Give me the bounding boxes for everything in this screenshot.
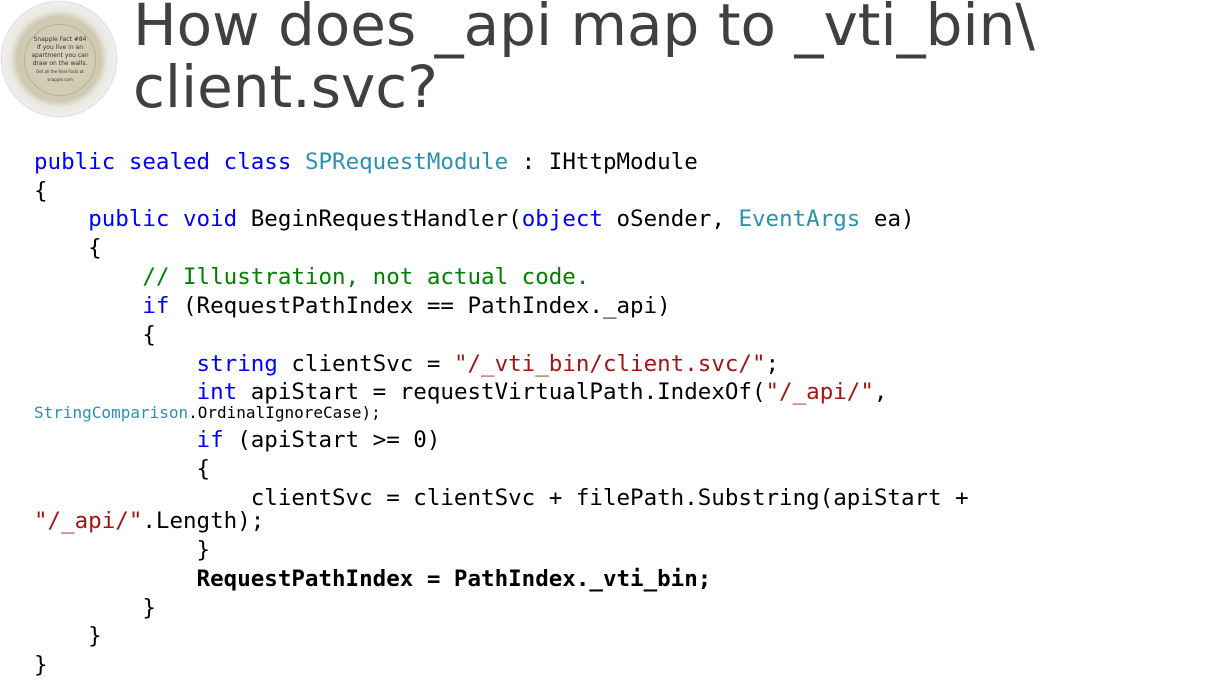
code-token: if: [34, 427, 224, 453]
code-token: }: [34, 537, 211, 563]
code-token: EventArgs: [738, 206, 861, 232]
code-line: RequestPathIndex = PathIndex._vti_bin;: [34, 565, 712, 593]
code-token: {: [34, 235, 102, 261]
code-line: clientSvc = clientSvc + filePath.Substri…: [34, 484, 969, 512]
code-token: StringComparison: [34, 403, 189, 422]
cap-footer: Get all the Real Facts at snapple.com: [36, 69, 84, 82]
code-token: object: [521, 206, 603, 232]
snapple-cap-image: Snapple Fact #84 If you live in an apart…: [2, 2, 116, 116]
code-token: .Length);: [142, 508, 265, 534]
code-token: clientSvc = clientSvc + filePath.Substri…: [34, 485, 969, 511]
cap-text: If you live in an apartment you can draw…: [31, 44, 89, 67]
code-token: ;: [765, 351, 780, 377]
code-token: }: [34, 623, 102, 649]
code-line: {: [34, 455, 211, 483]
code-token: "/_api/": [34, 508, 143, 534]
cap-heading: Snapple Fact #84: [33, 36, 87, 43]
code-line: if (apiStart >= 0): [34, 426, 441, 454]
code-line: }: [34, 622, 102, 650]
code-line: public sealed class SPRequestModule : IH…: [34, 148, 698, 176]
code-line: if (RequestPathIndex == PathIndex._api): [34, 292, 671, 320]
code-token: // Illustration, not actual code.: [34, 264, 590, 290]
code-line: {: [34, 234, 102, 262]
code-token: ,: [873, 379, 888, 405]
code-token: int: [34, 379, 238, 405]
code-token: }: [34, 595, 156, 621]
code-token: : IHttpModule: [508, 149, 698, 175]
code-token: if: [34, 293, 170, 319]
code-token: {: [34, 456, 211, 482]
code-line: int apiStart = requestVirtualPath.IndexO…: [34, 378, 888, 406]
code-token: SPRequestModule: [304, 149, 509, 175]
code-token: string: [34, 351, 278, 377]
code-token: [34, 206, 88, 232]
code-line: }: [34, 536, 211, 564]
code-line: StringComparison.OrdinalIgnoreCase);: [34, 403, 381, 423]
code-token: oSender,: [602, 206, 739, 232]
code-line: }: [34, 651, 48, 679]
code-line: {: [34, 177, 48, 205]
code-token: clientSvc =: [277, 351, 454, 377]
code-line: "/_api/".Length);: [34, 507, 264, 535]
code-token: (RequestPathIndex == PathIndex._api): [169, 293, 671, 319]
code-token: .OrdinalIgnoreCase);: [188, 403, 381, 422]
code-line: public void BeginRequestHandler(object o…: [34, 205, 915, 233]
code-token: BeginRequestHandler(: [250, 206, 522, 232]
code-token: public sealed class: [34, 149, 305, 175]
code-token: RequestPathIndex = PathIndex._vti_bin;: [34, 566, 712, 592]
code-line: }: [34, 594, 156, 622]
code-token: {: [34, 322, 156, 348]
code-token: "/_vti_bin/client.svc/": [453, 351, 766, 377]
code-token: ea): [860, 206, 915, 232]
code-token: apiStart = requestVirtualPath.IndexOf(: [237, 379, 766, 405]
code-line: // Illustration, not actual code.: [34, 263, 589, 291]
code-line: {: [34, 321, 156, 349]
code-token: {: [34, 178, 48, 204]
code-token: "/_api/": [765, 379, 874, 405]
code-line: string clientSvc = "/_vti_bin/client.svc…: [34, 350, 780, 378]
slide-title: How does _api map to _vti_bin\ client.sv…: [133, 0, 1035, 121]
code-token: public void: [88, 206, 251, 232]
code-token: }: [34, 652, 48, 678]
code-token: (apiStart >= 0): [223, 427, 441, 453]
